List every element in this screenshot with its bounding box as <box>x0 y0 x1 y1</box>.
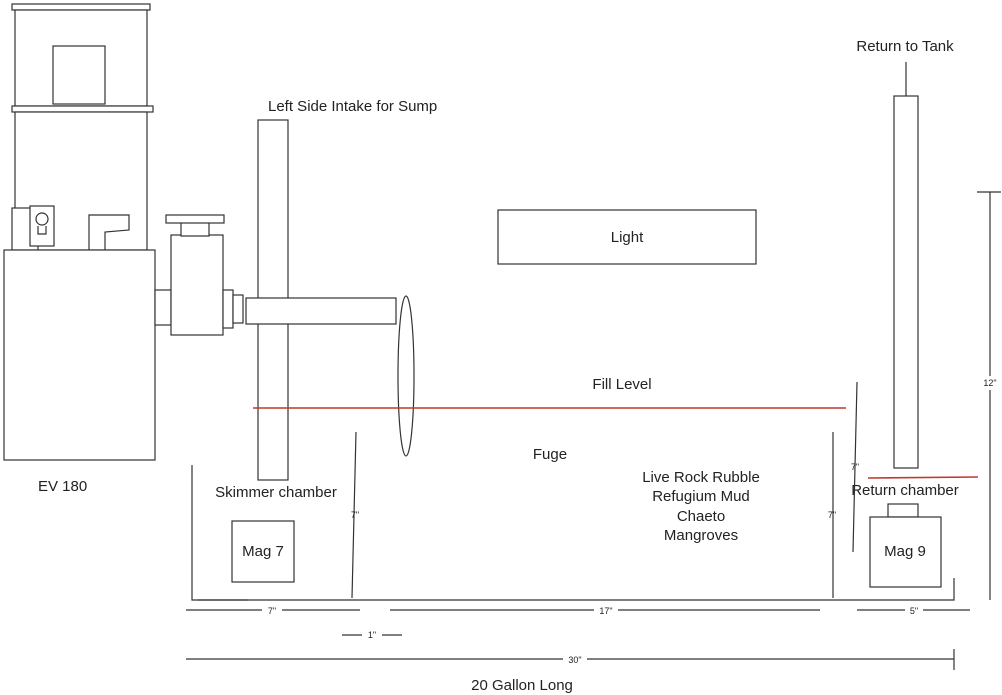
fuge-content-3: Chaeto <box>677 508 725 525</box>
pump-mag9-outlet <box>887 503 919 518</box>
fuge-content-4: Mangroves <box>664 527 738 544</box>
height-total-label: 12" <box>983 378 996 388</box>
fuge-label: Fuge <box>533 446 567 463</box>
width-fuge-label: 17" <box>599 606 612 616</box>
skimmer-pump-intake <box>222 289 234 329</box>
skimmer-valve <box>29 205 55 247</box>
pump-mag7-label: Mag 7 <box>242 543 284 560</box>
pump-mag7 <box>231 520 295 583</box>
pump-mag9-label: Mag 9 <box>884 543 926 560</box>
gap-label: 1" <box>368 630 376 640</box>
skimmer-model-label: EV 180 <box>38 478 87 495</box>
intake-label: Left Side Intake for Sump <box>268 98 437 115</box>
intake-pipe-horizontal <box>245 297 397 325</box>
skimmer-cup-window <box>52 45 106 105</box>
baffle-return <box>852 381 858 553</box>
baffle3-height-label: 7" <box>851 462 859 472</box>
pump-mag9 <box>869 516 942 588</box>
skimmer-base <box>3 249 156 461</box>
light-label: Light <box>611 229 644 246</box>
baffle-skimmer <box>351 431 357 599</box>
tank-name-label: 20 Gallon Long <box>471 677 573 694</box>
skimmer-pump-neck <box>180 221 210 237</box>
length-total-label: 30" <box>568 655 581 665</box>
skimmer-pump-top <box>165 214 225 224</box>
skimmer-cap <box>11 3 151 11</box>
return-to-tank-label: Return to Tank <box>856 38 954 55</box>
return-chamber-label: Return chamber <box>851 482 959 499</box>
skimmer-collar <box>11 105 154 113</box>
skimmer-valve-knob <box>35 212 49 226</box>
intake-pipe-opening <box>397 295 415 457</box>
sump-tank-outline <box>191 465 955 601</box>
skimmer-pump <box>170 234 224 336</box>
return-pipe <box>893 95 919 469</box>
fill-level-label: Fill Level <box>592 376 651 393</box>
return-level-line <box>867 476 979 479</box>
skimmer-pump-connector <box>154 289 172 326</box>
fuge-content-1: Live Rock Rubble <box>642 469 760 486</box>
skimmer-valve-stem <box>37 226 47 235</box>
protein-skimmer <box>3 3 244 461</box>
skimmer-chamber-label: Skimmer chamber <box>215 484 337 501</box>
width-return-label: 5" <box>910 606 918 616</box>
baffle2-height-label: 7" <box>828 510 836 520</box>
width-skimmer-label: 7" <box>268 606 276 616</box>
baffle1-height-label: 7" <box>351 510 359 520</box>
skimmer-pump-intake-tip <box>232 294 244 324</box>
light-fixture <box>497 209 757 265</box>
fuge-content-2: Refugium Mud <box>652 488 750 505</box>
skimmer-outlet-fitting <box>88 214 130 250</box>
